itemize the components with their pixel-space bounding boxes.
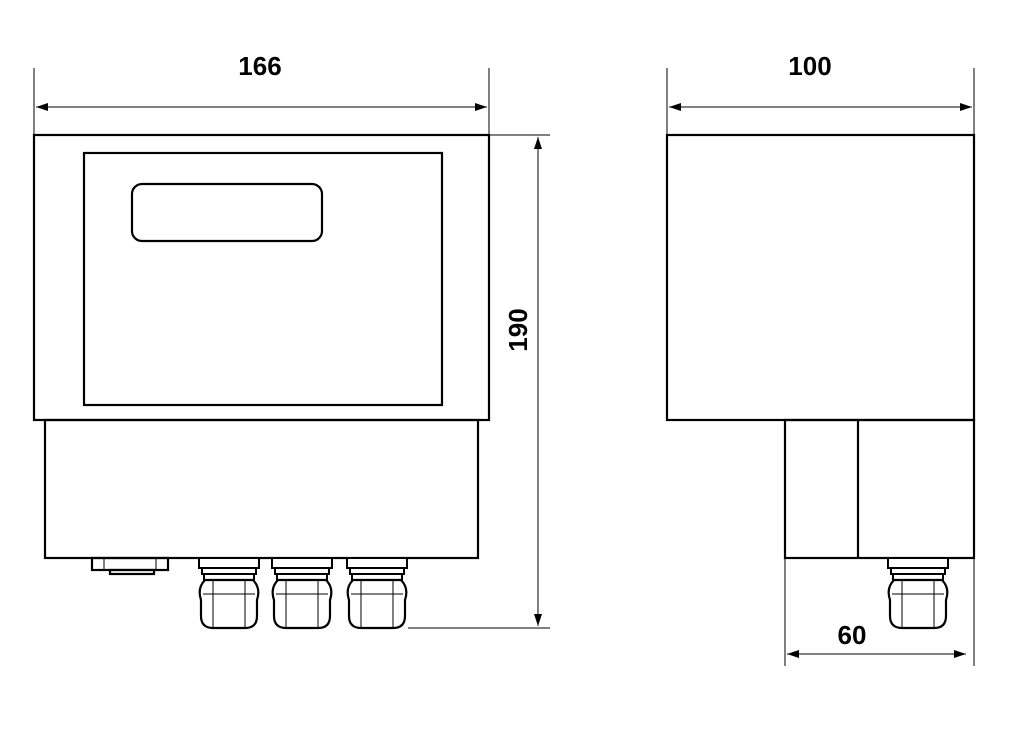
cable-gland-side [887, 557, 949, 630]
cable-gland-3 [346, 557, 408, 630]
front-upper-housing [32, 133, 491, 422]
cable-gland-2 [271, 557, 333, 630]
front-lower-housing [43, 418, 480, 560]
dimension-lower-depth: 60 [784, 558, 975, 666]
dimension-front-width: 166 [33, 51, 490, 135]
dimension-label-60: 60 [838, 620, 867, 650]
side-lower-housing [783, 418, 976, 560]
cable-gland-1 [198, 557, 260, 630]
dimension-height: 190 [408, 134, 550, 629]
side-view [665, 133, 976, 630]
db-connector [90, 556, 170, 576]
side-upper-housing [665, 133, 976, 422]
dimension-label-190: 190 [503, 308, 533, 351]
dimension-side-width: 100 [666, 51, 975, 135]
display-window [130, 182, 324, 243]
dimension-label-100: 100 [788, 51, 831, 81]
front-panel [82, 151, 444, 407]
dimension-label-166: 166 [238, 51, 281, 81]
front-view [32, 133, 491, 630]
